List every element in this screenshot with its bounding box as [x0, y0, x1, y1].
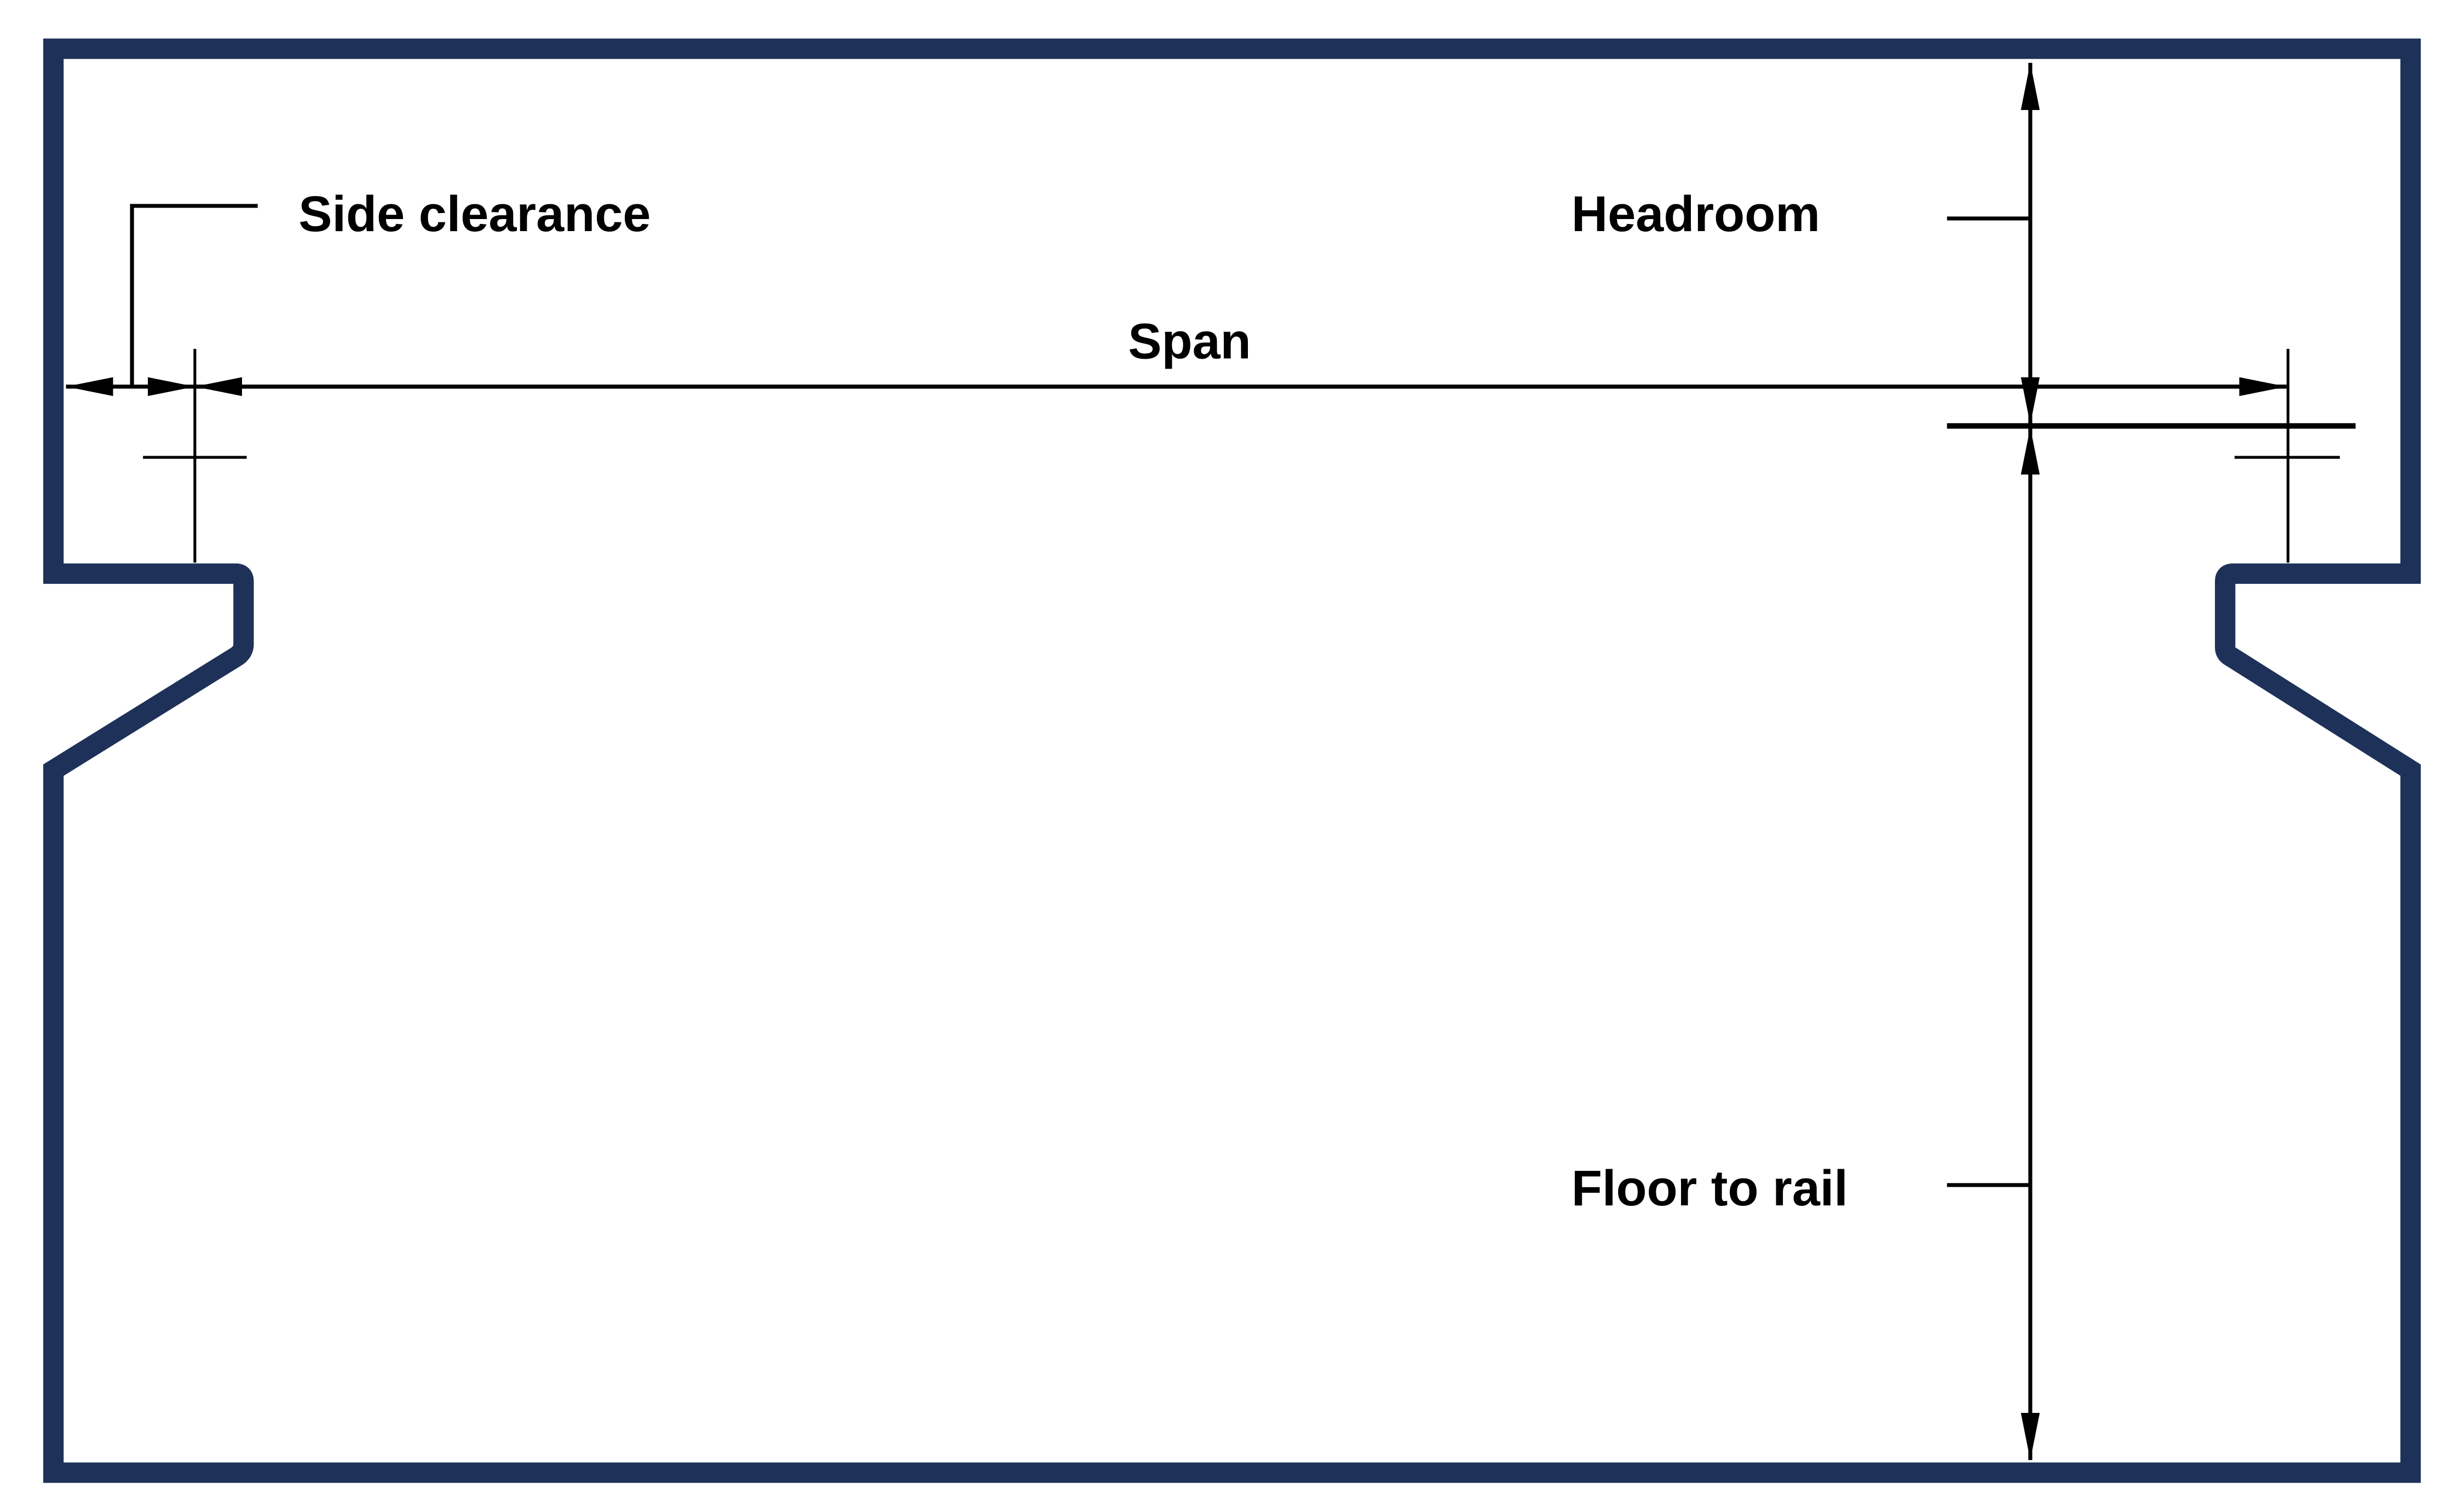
headroom-label: Headroom — [1571, 186, 1820, 242]
span-dimension — [143, 349, 2340, 563]
gauge-outline — [43, 38, 2421, 1483]
floor-to-rail-dimension — [1947, 427, 2040, 1461]
span-label: Span — [1128, 313, 1251, 369]
side-clearance-dimension — [66, 204, 258, 396]
headroom-dimension — [1947, 62, 2040, 424]
side-clearance-label: Side clearance — [298, 186, 650, 242]
floor-to-rail-label: Floor to rail — [1571, 1160, 1848, 1216]
